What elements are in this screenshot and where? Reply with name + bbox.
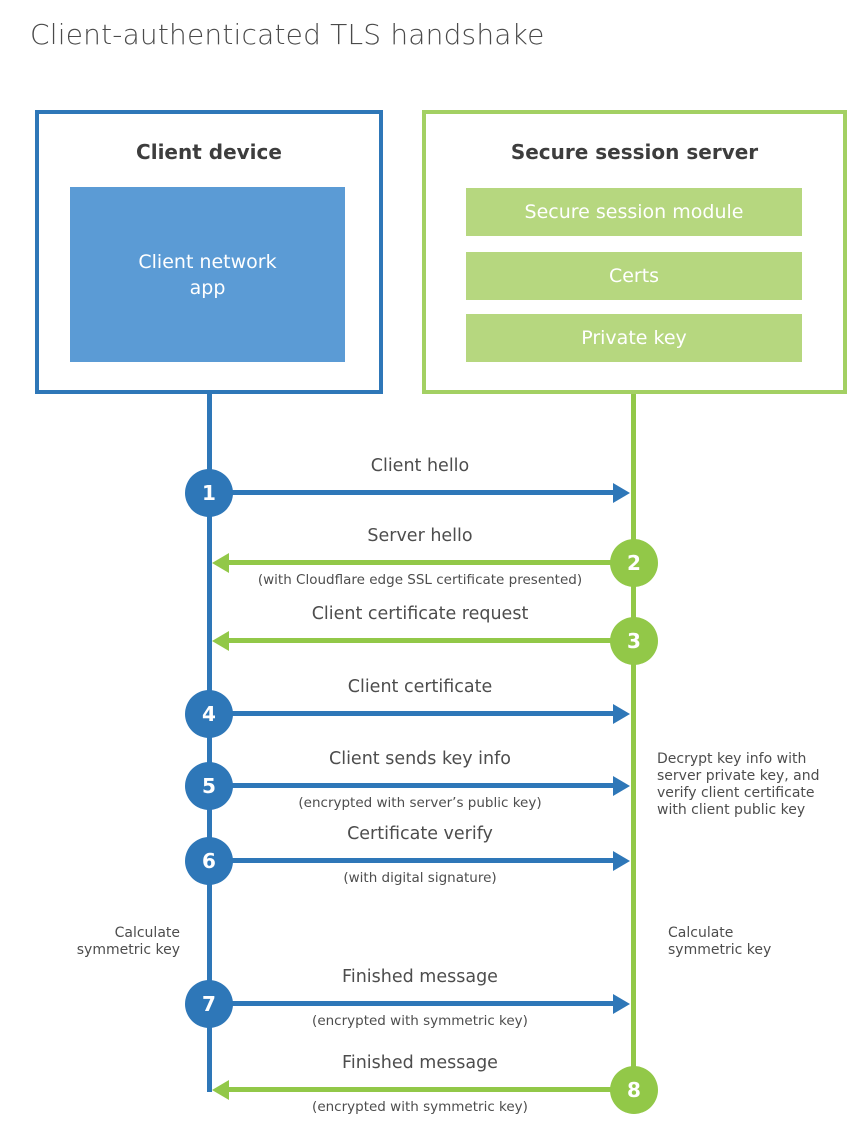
step-number: 2 bbox=[627, 551, 641, 575]
server-module-bar: Secure session module bbox=[466, 188, 802, 236]
step-circle: 4 bbox=[185, 690, 233, 738]
step-circle: 6 bbox=[185, 837, 233, 885]
arrow-head-right-icon bbox=[613, 776, 630, 796]
client-network-app-box: Client network app bbox=[70, 187, 345, 362]
arrow-shaft bbox=[209, 490, 614, 495]
calculate-symmetric-key-left: Calculate symmetric key bbox=[76, 925, 180, 958]
client-lifeline bbox=[207, 394, 212, 1092]
server-heading: Secure session server bbox=[510, 140, 759, 164]
server-module-bar: Private key bbox=[466, 314, 802, 362]
step-label: Client sends key info bbox=[328, 749, 511, 769]
step-label: Client certificate request bbox=[311, 604, 529, 624]
step-sublabel: (with Cloudflare edge SSL certificate pr… bbox=[257, 572, 583, 588]
step-label: Server hello bbox=[367, 526, 473, 546]
step-label: Finished message bbox=[342, 967, 498, 987]
step-number: 6 bbox=[202, 849, 216, 873]
arrow-head-right-icon bbox=[613, 994, 630, 1014]
arrow-head-left-icon bbox=[212, 553, 229, 573]
step-number: 1 bbox=[202, 481, 216, 505]
arrow-head-right-icon bbox=[613, 851, 630, 871]
arrow-shaft bbox=[209, 858, 614, 863]
step-circle: 1 bbox=[185, 469, 233, 517]
step-label: Client certificate bbox=[347, 677, 493, 697]
arrow-head-left-icon bbox=[212, 631, 229, 651]
server-lifeline bbox=[631, 394, 636, 1092]
server-module-bar: Certs bbox=[466, 252, 802, 300]
arrow-shaft bbox=[229, 638, 634, 643]
step-circle: 5 bbox=[185, 762, 233, 810]
step-circle: 7 bbox=[185, 980, 233, 1028]
step-number: 7 bbox=[202, 992, 216, 1016]
step-sublabel: (with digital signature) bbox=[343, 870, 497, 886]
step-circle: 2 bbox=[610, 539, 658, 587]
step-sublabel: (encrypted with symmetric key) bbox=[312, 1099, 528, 1115]
arrow-shaft bbox=[209, 1001, 614, 1006]
step-circle: 3 bbox=[610, 617, 658, 665]
step-label: Client hello bbox=[370, 456, 470, 476]
client-network-app-label: Client network app bbox=[138, 250, 277, 299]
step-sublabel: (encrypted with server’s public key) bbox=[298, 795, 542, 811]
arrow-shaft bbox=[209, 783, 614, 788]
arrow-shaft bbox=[229, 560, 634, 565]
arrow-shaft bbox=[229, 1087, 634, 1092]
step-number: 3 bbox=[627, 629, 641, 653]
step-number: 8 bbox=[627, 1078, 641, 1102]
client-device-heading: Client device bbox=[136, 140, 282, 164]
arrow-head-left-icon bbox=[212, 1080, 229, 1100]
arrow-shaft bbox=[209, 711, 614, 716]
page-title: Client-authenticated TLS handshake bbox=[30, 18, 545, 51]
step-label: Finished message bbox=[342, 1053, 498, 1073]
arrow-head-right-icon bbox=[613, 704, 630, 724]
step-label: Certificate verify bbox=[347, 824, 493, 844]
step-sublabel: (encrypted with symmetric key) bbox=[312, 1013, 528, 1029]
step-circle: 8 bbox=[610, 1066, 658, 1114]
step-number: 5 bbox=[202, 774, 216, 798]
decrypt-note: Decrypt key info with server private key… bbox=[657, 751, 820, 818]
step-number: 4 bbox=[202, 702, 216, 726]
calculate-symmetric-key-right: Calculate symmetric key bbox=[668, 925, 772, 958]
arrow-head-right-icon bbox=[613, 483, 630, 503]
secure-session-server-box: Secure session server Secure session mod… bbox=[422, 110, 847, 394]
client-device-box: Client device Client network app bbox=[35, 110, 383, 394]
